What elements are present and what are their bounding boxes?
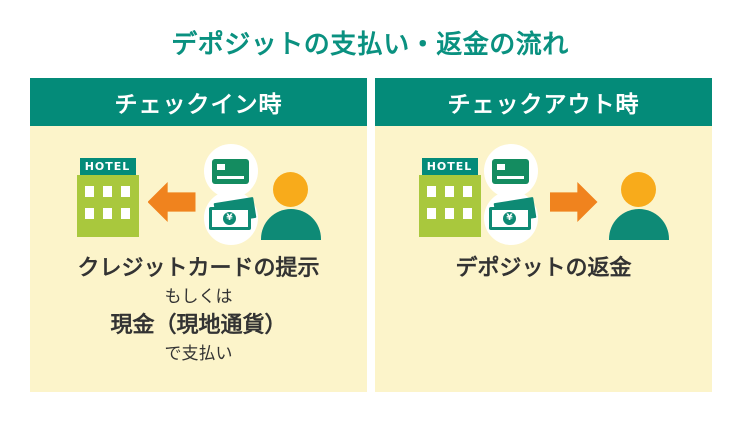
hotel-window	[103, 208, 112, 219]
hotel-icon: HOTEL	[76, 158, 140, 237]
checkout-illustration: HOTEL	[375, 136, 712, 246]
checkout-caption: デポジットの返金	[375, 254, 712, 284]
person-body	[260, 209, 321, 240]
hotel-window	[121, 208, 130, 219]
banknote-icon: ¥	[208, 197, 256, 232]
person-icon	[260, 172, 322, 240]
hotel-building	[76, 175, 139, 237]
banknote-front: ¥	[488, 207, 531, 230]
person-head	[621, 172, 656, 207]
banknote-front: ¥	[208, 207, 251, 230]
person-head	[273, 172, 308, 207]
hotel-building	[418, 175, 481, 237]
hotel-window	[463, 186, 472, 197]
checkin-line-4: で支払い	[164, 344, 233, 364]
credit-card-icon	[492, 158, 529, 184]
panel-checkin: チェックイン時 HOTEL	[30, 78, 367, 392]
card-stripe	[217, 175, 244, 179]
arrow-left-icon	[147, 182, 196, 222]
hotel-window	[103, 186, 112, 197]
cash-circle: ¥	[203, 191, 258, 245]
hotel-sign-label: HOTEL	[421, 158, 478, 175]
card-stripe	[497, 175, 524, 179]
yen-symbol: ¥	[223, 212, 236, 225]
payment-icons: ¥	[483, 144, 538, 245]
panel-checkout: チェックアウト時 HOTEL	[375, 78, 712, 392]
credit-card-icon	[212, 158, 249, 184]
page-title: デポジットの支払い・返金の流れ	[171, 30, 569, 60]
yen-symbol: ¥	[503, 212, 516, 225]
panels-row: チェックイン時 HOTEL	[30, 78, 712, 392]
hotel-window	[85, 186, 94, 197]
payment-icons: ¥	[203, 144, 258, 245]
person-body	[608, 209, 669, 240]
person-icon	[608, 172, 670, 240]
hotel-window	[121, 186, 130, 197]
checkin-line-2: もしくは	[164, 287, 233, 307]
checkin-illustration: HOTEL	[30, 136, 367, 246]
card-chip	[497, 163, 505, 170]
hotel-window	[427, 208, 436, 219]
credit-card-circle	[483, 144, 538, 198]
checkin-header: チェックイン時	[30, 78, 367, 126]
card-chip	[217, 163, 225, 170]
checkin-body: HOTEL	[30, 126, 367, 392]
arrow-right-icon	[549, 182, 598, 222]
checkout-header: チェックアウト時	[375, 78, 712, 126]
cash-circle: ¥	[483, 191, 538, 245]
checkout-body: HOTEL	[375, 126, 712, 392]
checkin-line-1: クレジットカードの提示	[77, 256, 320, 281]
hotel-sign-label: HOTEL	[79, 158, 136, 175]
hotel-icon: HOTEL	[418, 158, 482, 237]
checkin-line-3: 現金（現地通貨）	[110, 313, 287, 338]
banknote-icon: ¥	[488, 197, 536, 232]
hotel-window	[463, 208, 472, 219]
hotel-window	[445, 208, 454, 219]
credit-card-circle	[203, 144, 258, 198]
hotel-window	[85, 208, 94, 219]
hotel-window	[427, 186, 436, 197]
checkout-line-1: デポジットの返金	[455, 256, 632, 281]
checkin-caption: クレジットカードの提示 もしくは 現金（現地通貨） で支払い	[30, 254, 367, 368]
hotel-window	[445, 186, 454, 197]
